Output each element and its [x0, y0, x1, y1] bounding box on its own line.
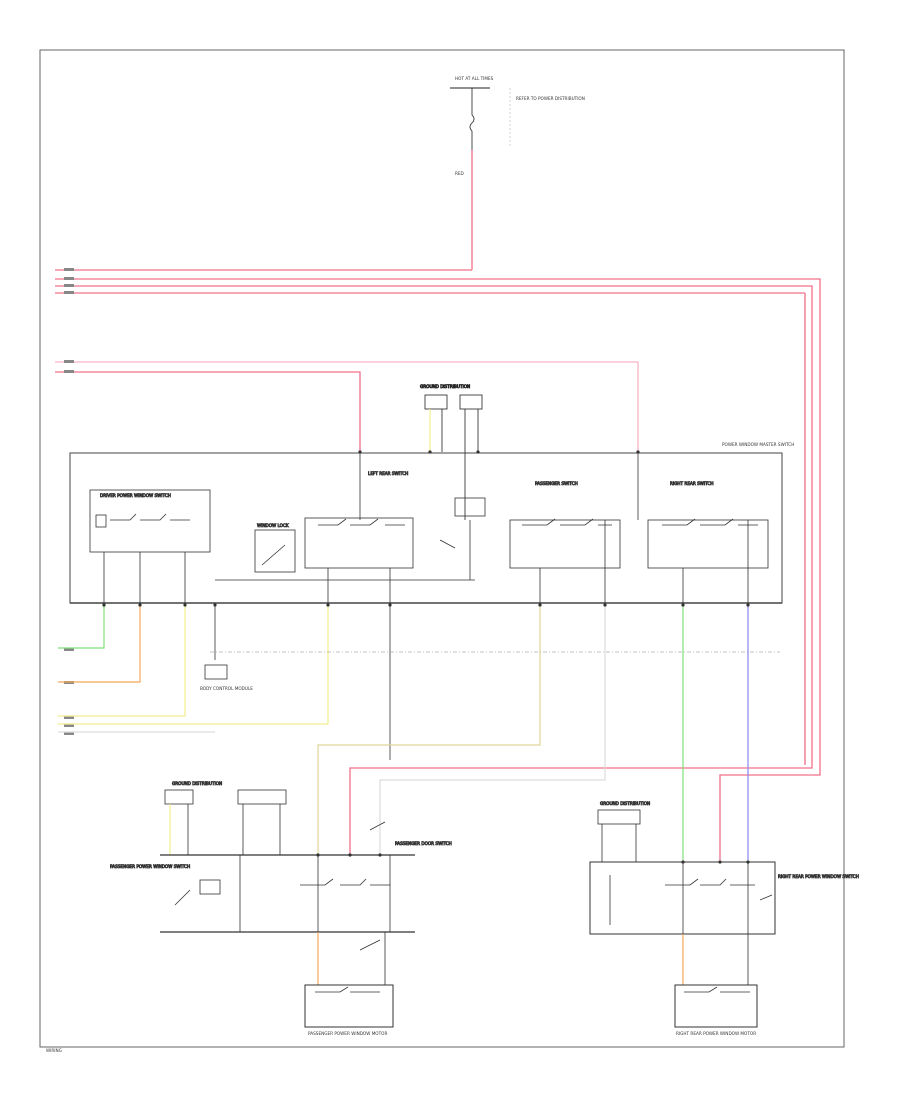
ground-left-label: GROUND DISTRIBUTION — [420, 384, 470, 389]
wire-label-red: RED — [455, 171, 464, 176]
rr-window-motor: RIGHT REAR POWER WINDOW MOTOR — [674, 934, 758, 1036]
footer-label: WIRING — [46, 1048, 62, 1053]
body-control-label: BODY CONTROL MODULE — [200, 686, 253, 691]
passenger-window-switch: GROUND DISTRIBUTION PASSENGER POWER WIND… — [110, 781, 452, 933]
body-control-module: BODY CONTROL MODULE — [200, 664, 253, 691]
pass-door-switch-label: PASSENGER DOOR SWITCH — [395, 841, 452, 846]
left-bus-labels — [64, 268, 74, 735]
pass-window-switch-label: PASSENGER POWER WINDOW SWITCH — [110, 864, 190, 869]
left-rear-switch-label: LEFT REAR SWITCH — [368, 471, 408, 476]
top-fuse-label: HOT AT ALL TIMES — [455, 76, 494, 81]
top-fuse: HOT AT ALL TIMES REFER TO POWER DISTRIBU… — [450, 76, 585, 150]
right-rear-switch: RIGHT REAR SWITCH — [637, 452, 769, 605]
pass-motor-label: PASSENGER POWER WINDOW MOTOR — [308, 1031, 387, 1036]
rr-window-switch: GROUND DISTRIBUTION RIGHT REAR POWER WIN… — [589, 801, 859, 935]
internal-relay — [439, 497, 486, 580]
master-switch-label: POWER WINDOW MASTER SWITCH — [722, 442, 794, 447]
fuse-note: REFER TO POWER DISTRIBUTION — [516, 96, 585, 101]
passenger-switch-label: PASSENGER SWITCH — [535, 481, 578, 486]
passenger-switch: PASSENGER SWITCH — [509, 481, 621, 605]
switch-output-wiring — [58, 605, 780, 860]
driver-switch: DRIVER POWER WINDOW SWITCH — [89, 489, 211, 605]
rr-window-switch-label: RIGHT REAR POWER WINDOW SWITCH — [778, 874, 859, 879]
splice-points — [102, 450, 750, 864]
window-lock-label: WINDOW LOCK — [257, 523, 289, 528]
rr-ground-label: GROUND DISTRIBUTION — [600, 801, 650, 806]
passenger-window-motor: PASSENGER POWER WINDOW MOTOR — [304, 932, 394, 1036]
ground-connectors-top: GROUND DISTRIBUTION — [420, 384, 483, 520]
driver-switch-label: DRIVER POWER WINDOW SWITCH — [100, 493, 171, 498]
left-rear-switch: LEFT REAR SWITCH — [215, 452, 475, 605]
window-lock: WINDOW LOCK — [254, 523, 296, 573]
right-rear-switch-label: RIGHT REAR SWITCH — [670, 481, 714, 486]
rr-motor-label: RIGHT REAR POWER WINDOW MOTOR — [676, 1031, 756, 1036]
diagram-frame — [39, 49, 845, 1048]
ground-right-label: GROUND DISTRIBUTION — [172, 781, 222, 786]
master-switch-box: POWER WINDOW MASTER SWITCH DRIVER POWER … — [69, 442, 794, 605]
red-power-wiring: RED — [55, 150, 821, 860]
